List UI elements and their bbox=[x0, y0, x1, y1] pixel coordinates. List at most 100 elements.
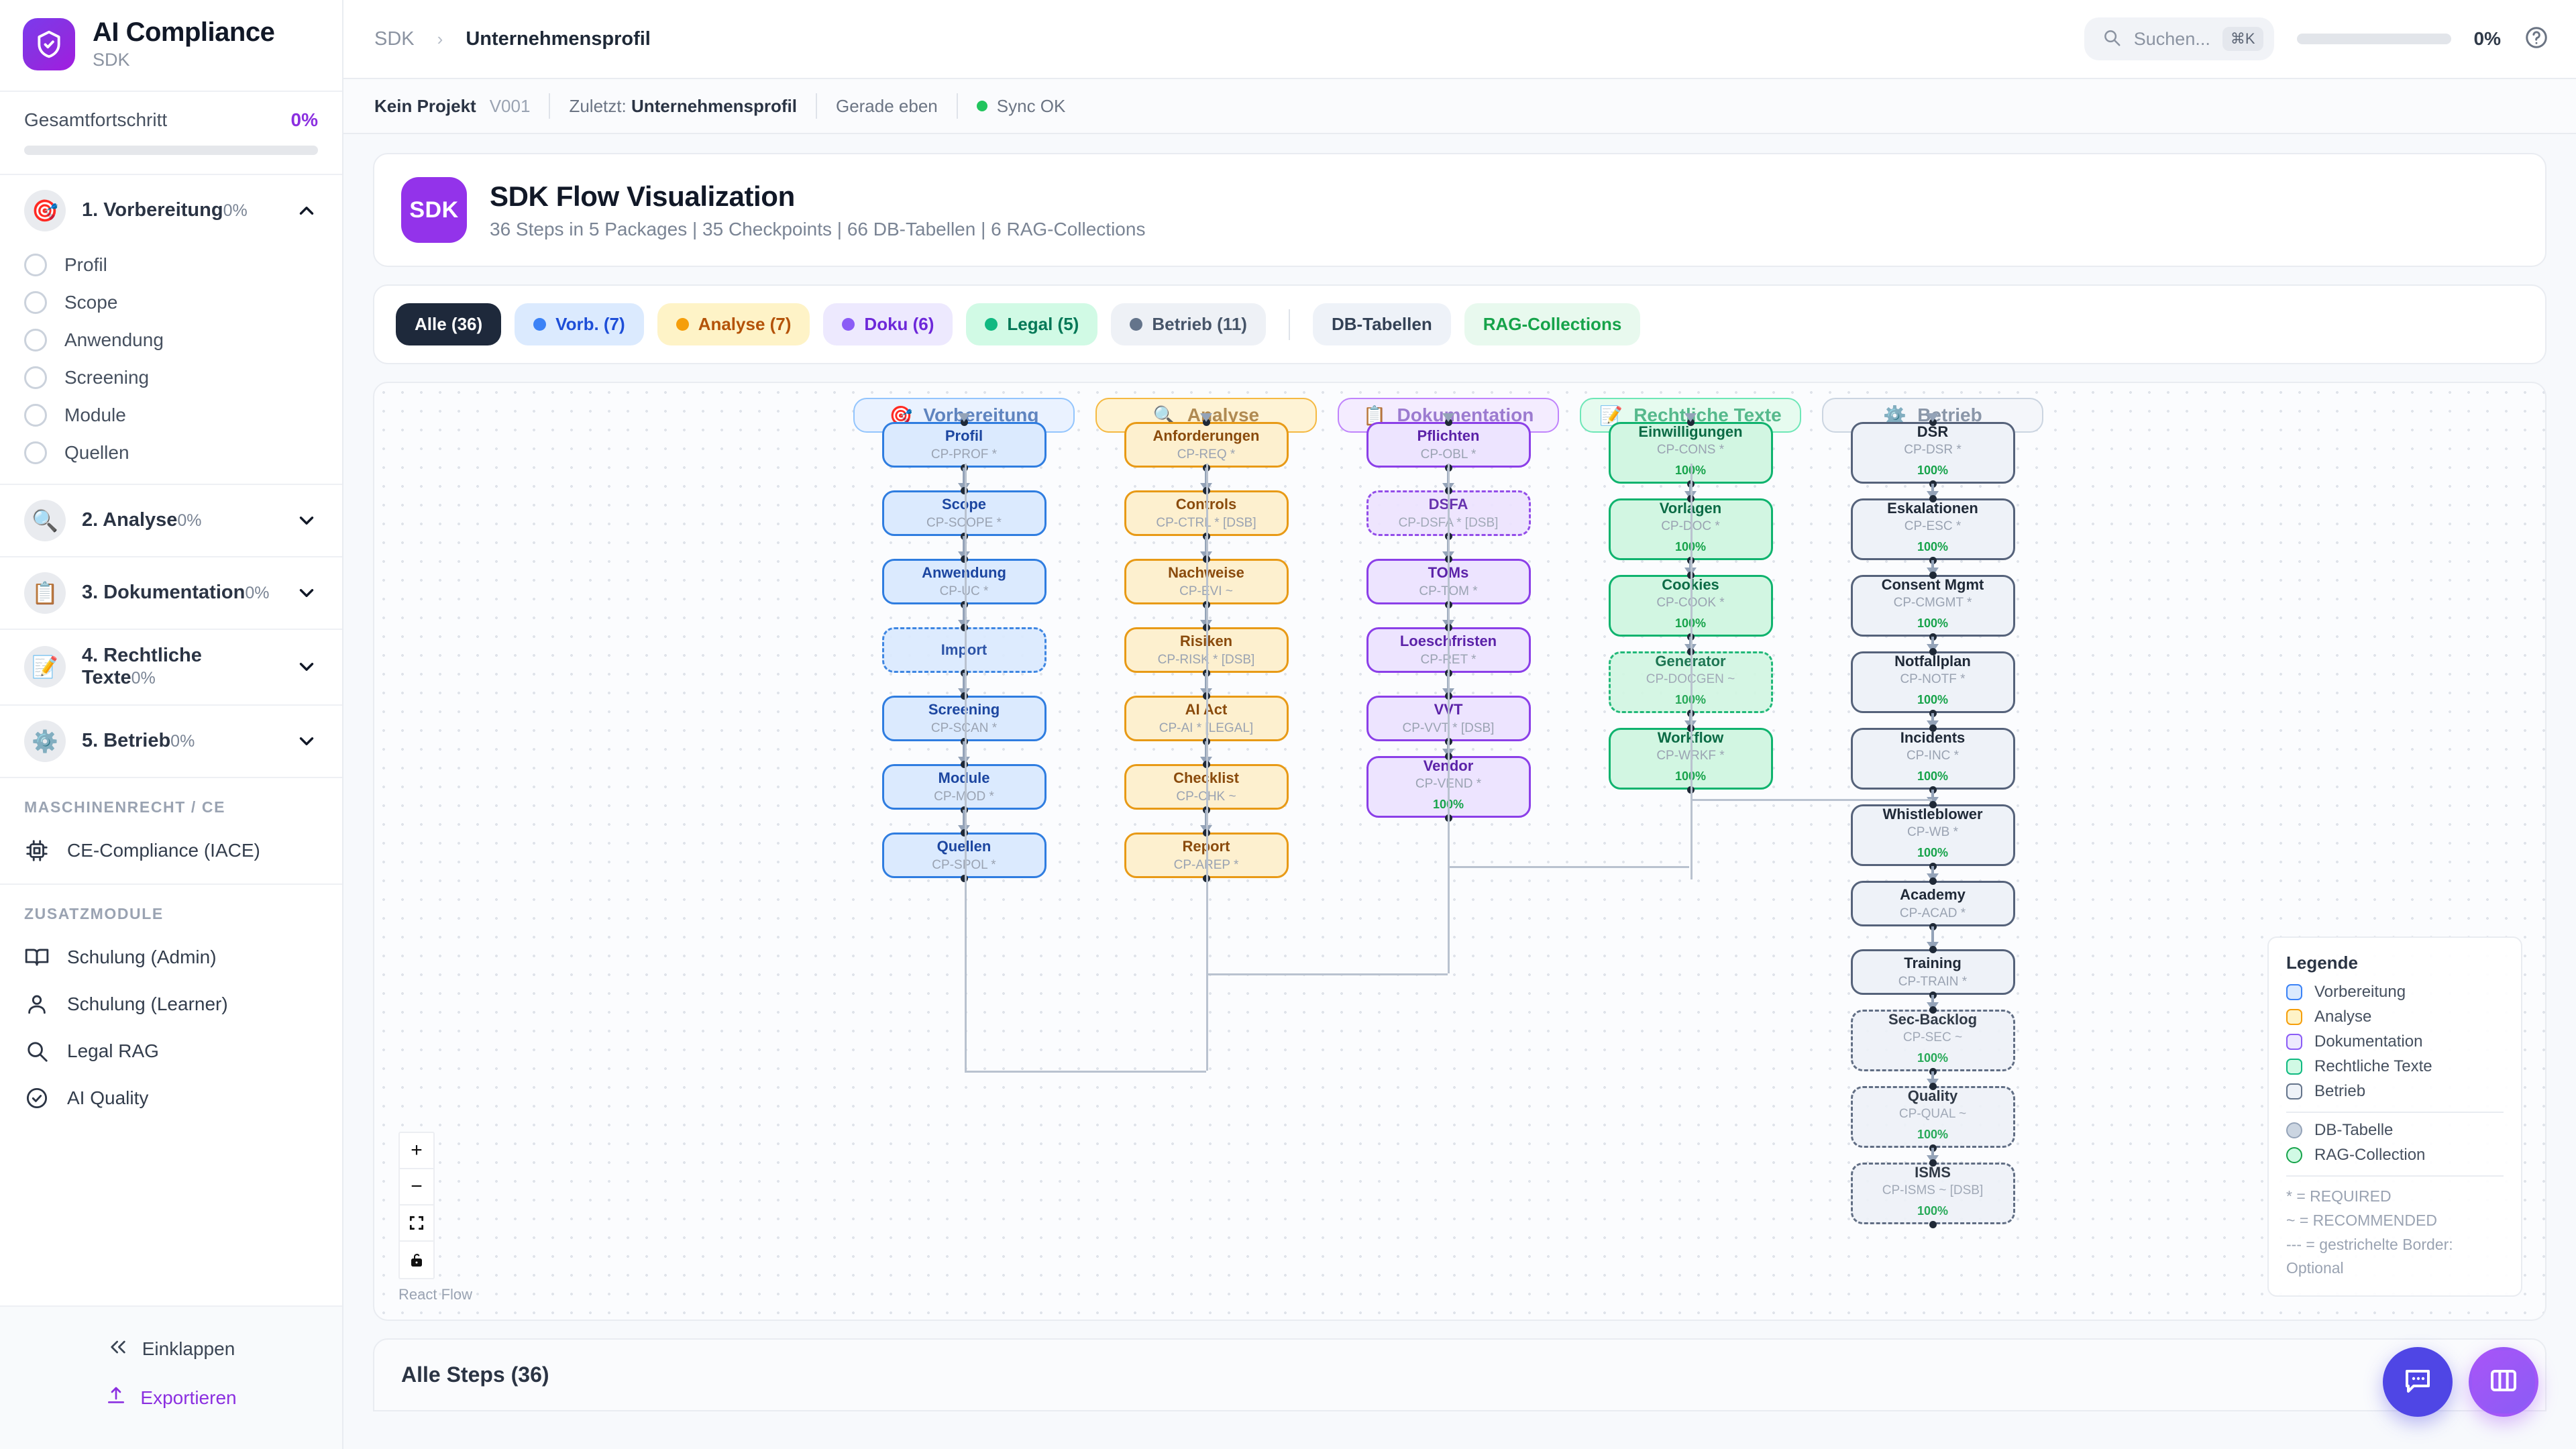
node-handle[interactable] bbox=[1929, 945, 1937, 953]
legend-label: Analyse bbox=[2314, 1008, 2372, 1026]
step-radio[interactable] bbox=[24, 291, 47, 314]
filter-chip-ragcollections[interactable]: RAG-Collections bbox=[1464, 303, 1641, 345]
node-handle[interactable] bbox=[960, 828, 968, 837]
zoom-out-button[interactable]: − bbox=[400, 1169, 433, 1205]
step-radio[interactable] bbox=[24, 254, 47, 276]
node-title: Anwendung bbox=[922, 564, 1006, 582]
sidebar-item-scope[interactable]: Scope bbox=[0, 284, 342, 321]
chevron-down-icon[interactable] bbox=[295, 655, 318, 678]
chevron-down-icon[interactable] bbox=[295, 509, 318, 532]
node-code: CP-SEC ~ bbox=[1902, 1030, 1963, 1045]
sidebar-item-schulung-learner[interactable]: Schulung (Learner) bbox=[0, 981, 342, 1028]
flow-canvas[interactable]: 🎯Vorbereitung🔍Analyse📋Dokumentation📝Rech… bbox=[373, 382, 2546, 1321]
filter-chip-alle[interactable]: Alle (36) bbox=[396, 303, 502, 345]
sidebar-item-ce-compliance[interactable]: CE-Compliance (IACE) bbox=[0, 827, 342, 874]
filter-chip-dbtabellen[interactable]: DB-Tabellen bbox=[1312, 303, 1451, 345]
step-radio[interactable] bbox=[24, 366, 47, 389]
export-button[interactable]: Exportieren bbox=[0, 1373, 342, 1422]
legend-swatch bbox=[2286, 1034, 2302, 1051]
breadcrumb-root[interactable]: SDK bbox=[374, 28, 415, 50]
sidebar-item-module[interactable]: Module bbox=[0, 396, 342, 434]
fit-view-icon[interactable] bbox=[400, 1205, 433, 1242]
node-handle[interactable] bbox=[960, 623, 968, 631]
node-handle[interactable] bbox=[1686, 418, 1695, 426]
node-handle[interactable] bbox=[1929, 1006, 1937, 1014]
node-handle[interactable] bbox=[1929, 571, 1937, 579]
phase-progress: 0% bbox=[170, 732, 195, 751]
node-handle[interactable] bbox=[1202, 418, 1210, 426]
filter-chip-legal[interactable]: Legal (5) bbox=[966, 303, 1098, 345]
collapse-sidebar-button[interactable]: Einklappen bbox=[0, 1324, 342, 1373]
node-handle[interactable] bbox=[960, 486, 968, 494]
filter-chip-analyse[interactable]: Analyse (7) bbox=[657, 303, 810, 345]
sidebar-item-ai-quality[interactable]: AI Quality bbox=[0, 1075, 342, 1122]
brand-header[interactable]: AI Compliance SDK bbox=[0, 0, 342, 92]
group-label: Rechtliche Texte bbox=[1633, 405, 1782, 425]
lock-icon[interactable] bbox=[400, 1242, 433, 1278]
sidebar-item-profil[interactable]: Profil bbox=[0, 246, 342, 284]
node-handle[interactable] bbox=[960, 760, 968, 768]
node-handle[interactable] bbox=[960, 692, 968, 700]
sidebar-item-screening[interactable]: Screening bbox=[0, 359, 342, 396]
filter-chip-vorb[interactable]: Vorb. (7) bbox=[515, 303, 644, 345]
node-handle[interactable] bbox=[960, 418, 968, 426]
node-handle[interactable] bbox=[1929, 724, 1937, 732]
chevron-down-icon[interactable] bbox=[295, 582, 318, 604]
sidebar-item-quellen[interactable]: Quellen bbox=[0, 434, 342, 472]
zoom-in-button[interactable]: + bbox=[400, 1133, 433, 1169]
step-radio[interactable] bbox=[24, 441, 47, 464]
phase-header[interactable]: 📝4. Rechtliche Texte0% bbox=[0, 630, 342, 704]
node-handle[interactable] bbox=[1929, 494, 1937, 502]
phase-header[interactable]: 🎯1. Vorbereitung0% bbox=[0, 175, 342, 246]
sidebar-item-anwendung[interactable]: Anwendung bbox=[0, 321, 342, 359]
node-handle[interactable] bbox=[1929, 647, 1937, 655]
chevron-down-icon[interactable] bbox=[295, 730, 318, 753]
search-input[interactable]: Suchen... ⌘K bbox=[2084, 17, 2274, 60]
step-radio[interactable] bbox=[24, 329, 47, 352]
phase-header[interactable]: ⚙️5. Betrieb0% bbox=[0, 706, 342, 777]
shield-check-icon bbox=[23, 17, 75, 70]
node-handle[interactable] bbox=[960, 874, 968, 882]
sidebar-item-legal-rag[interactable]: Legal RAG bbox=[0, 1028, 342, 1075]
node-handle[interactable] bbox=[1929, 1159, 1937, 1167]
flow-edge bbox=[963, 604, 965, 627]
chevrons-left-icon bbox=[107, 1336, 129, 1361]
filter-chip-doku[interactable]: Doku (6) bbox=[823, 303, 953, 345]
node-handle[interactable] bbox=[1929, 800, 1937, 808]
sidebar-item-schulung-admin[interactable]: Schulung (Admin) bbox=[0, 934, 342, 981]
panel-fab[interactable] bbox=[2469, 1347, 2538, 1417]
phase-header[interactable]: 🔍2. Analyse0% bbox=[0, 485, 342, 556]
chevron-up-icon[interactable] bbox=[295, 199, 318, 222]
node-handle[interactable] bbox=[1929, 1082, 1937, 1090]
node-handle[interactable] bbox=[1444, 418, 1452, 426]
node-handle[interactable] bbox=[1929, 418, 1937, 426]
node-handle[interactable] bbox=[960, 555, 968, 563]
chat-fab[interactable] bbox=[2383, 1347, 2453, 1417]
flow-node-import[interactable]: Import bbox=[881, 627, 1046, 673]
node-handle[interactable] bbox=[1929, 1220, 1937, 1228]
phase-header[interactable]: 📋3. Dokumentation0% bbox=[0, 557, 342, 629]
filter-chip-betrieb[interactable]: Betrieb (11) bbox=[1111, 303, 1266, 345]
node-handle[interactable] bbox=[1929, 877, 1937, 885]
help-circle-icon[interactable] bbox=[2524, 25, 2549, 54]
step-radio[interactable] bbox=[24, 404, 47, 427]
